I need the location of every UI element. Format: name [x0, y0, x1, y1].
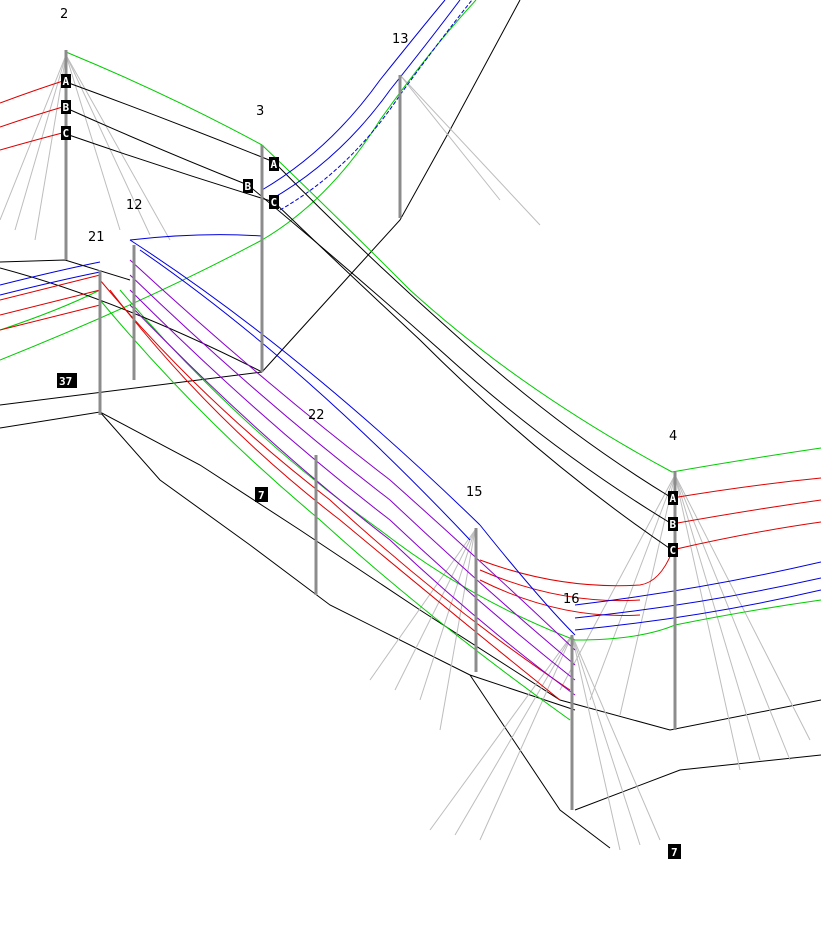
guy-wires — [0, 54, 811, 851]
phase-tags: A B C A B C A B C — [61, 74, 678, 557]
structure-label-4: 4 — [669, 429, 677, 444]
phase-tag-c-pole4: C — [670, 544, 677, 557]
structure-labels: 2 3 13 12 21 22 4 15 16 — [60, 7, 677, 607]
phase-tag-c-pole3: C — [271, 196, 278, 209]
marker-7-middle: 7 — [258, 489, 265, 502]
marker-7-bottom: 7 — [671, 846, 678, 859]
phase-tag-c-pole2: C — [63, 127, 70, 140]
structure-label-16: 16 — [563, 592, 580, 607]
phase-conductors-blue — [0, 0, 821, 636]
phase-tag-b-pole2: B — [63, 101, 70, 114]
neutral-conductors — [0, 0, 821, 721]
phase-tag-a-pole4: A — [670, 492, 677, 505]
phase-conductors-red — [0, 79, 821, 701]
poles — [64, 50, 677, 810]
structure-label-21: 21 — [88, 230, 105, 245]
phase-tag-b-pole4: B — [670, 518, 677, 531]
span-markers: 37 7 7 — [57, 373, 681, 859]
structure-label-15: 15 — [466, 485, 483, 500]
structure-label-22: 22 — [308, 408, 325, 423]
phase-tag-a-pole2: A — [63, 75, 70, 88]
terrain-lines — [0, 0, 821, 849]
phase-conductors-purple — [129, 259, 576, 696]
structure-label-12: 12 — [126, 198, 143, 213]
marker-37: 37 — [59, 375, 72, 388]
phase-tag-b-pole3: B — [245, 180, 252, 193]
structure-label-3: 3 — [256, 104, 264, 119]
structure-label-13: 13 — [392, 32, 409, 47]
phase-conductors-black — [0, 81, 673, 551]
structure-label-2: 2 — [60, 7, 68, 22]
phase-tag-a-pole3: A — [271, 158, 278, 171]
